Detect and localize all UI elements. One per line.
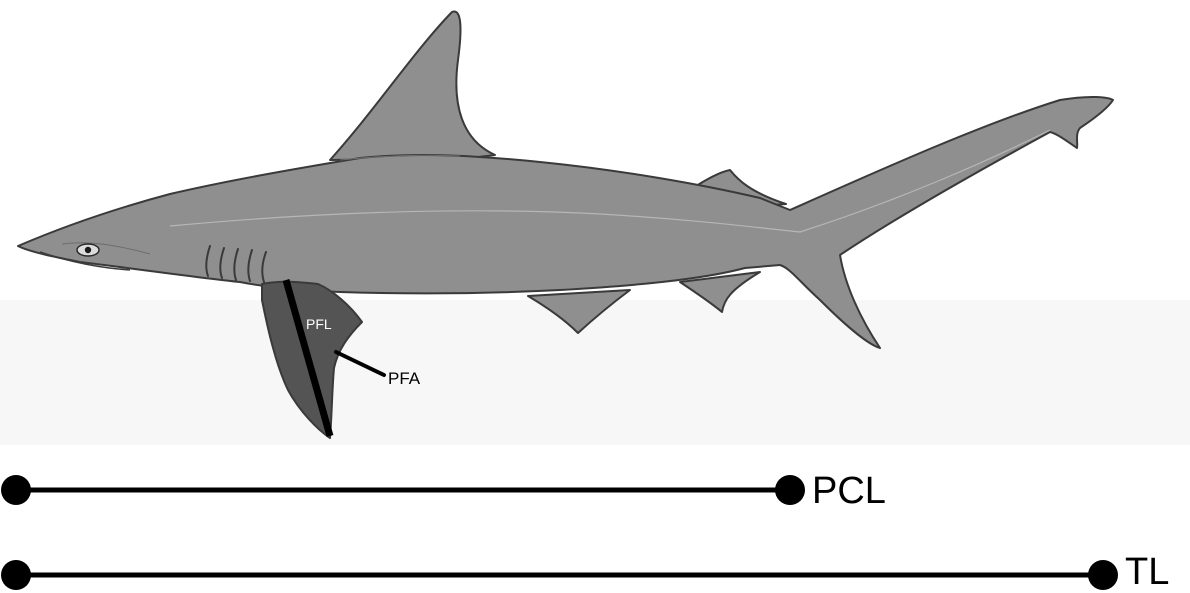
tl-label: TL [1125, 553, 1169, 591]
pcl-label: PCL [812, 472, 886, 510]
tl-start-dot [1, 560, 31, 590]
pcl-measure-bar [1, 475, 805, 505]
pcl-start-dot [1, 475, 31, 505]
pfa-label: PFA [388, 370, 420, 387]
first-dorsal-fin [330, 12, 495, 160]
pfl-label: PFL [306, 317, 332, 331]
tl-measure-bar [1, 560, 1118, 590]
eye-pupil [85, 247, 91, 253]
pcl-end-dot [775, 475, 805, 505]
background-shading [0, 300, 1190, 445]
tl-end-dot [1088, 560, 1118, 590]
